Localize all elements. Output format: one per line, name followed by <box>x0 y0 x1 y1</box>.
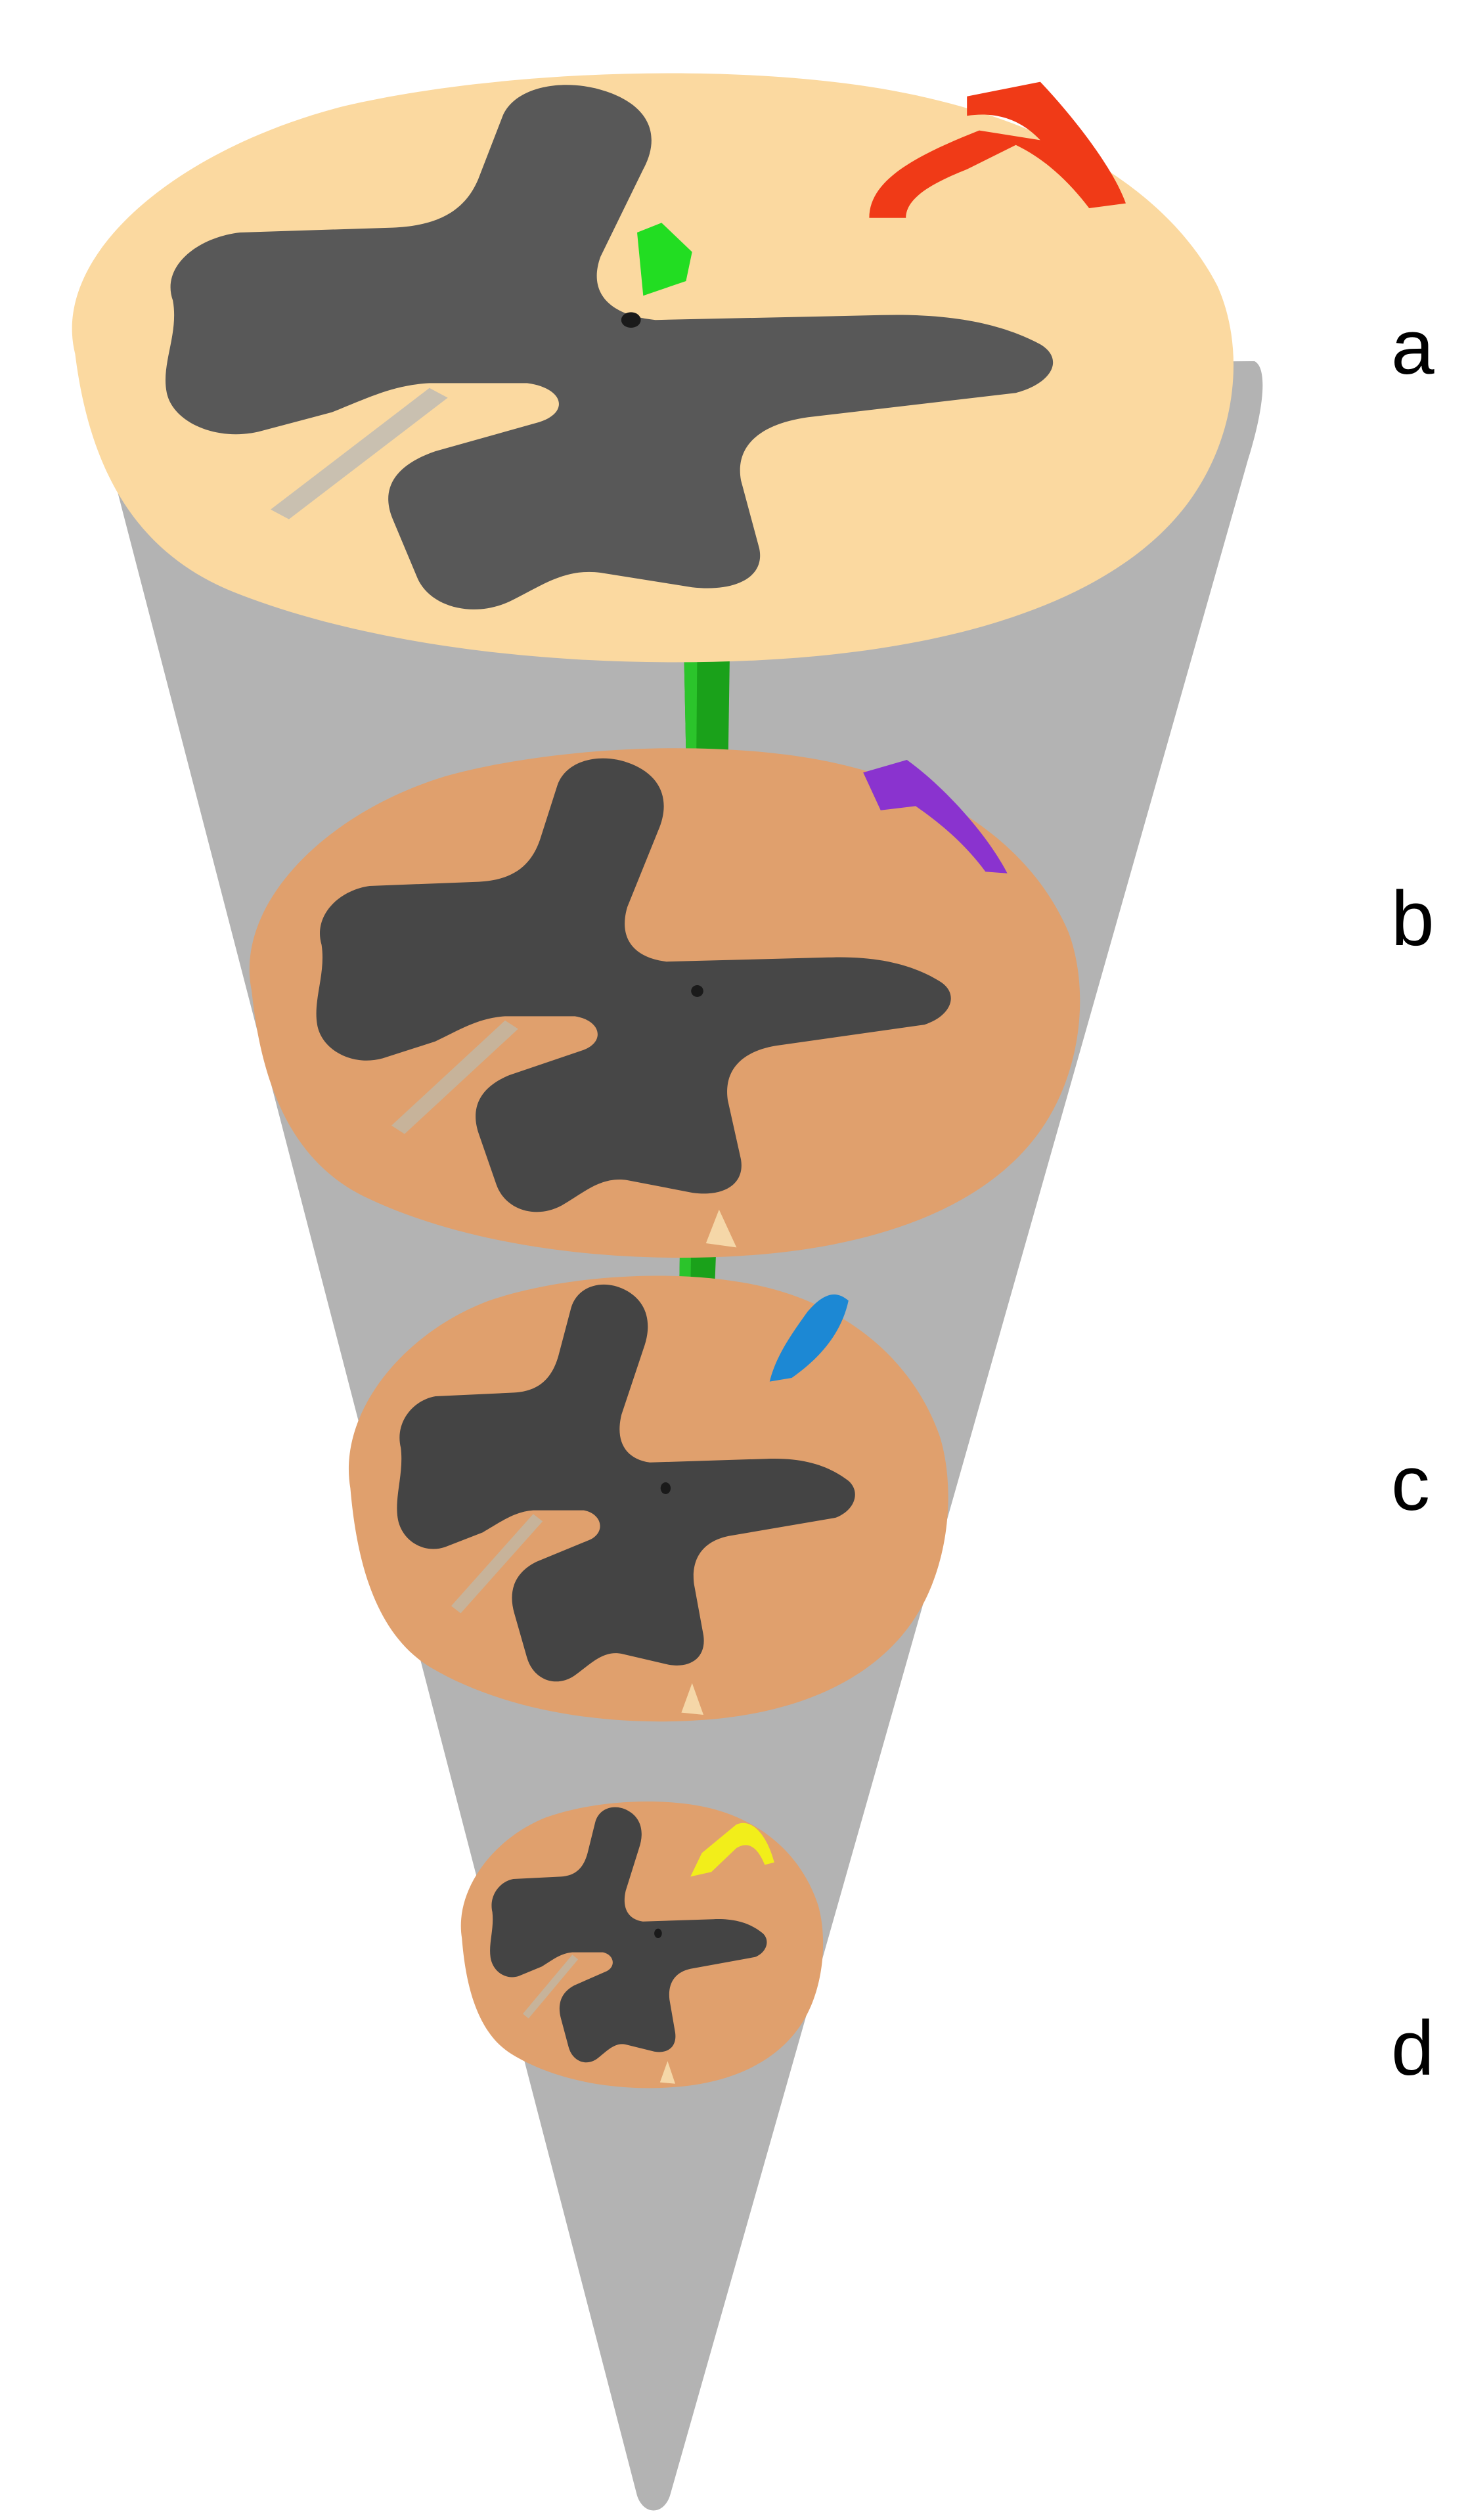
purple-tract-b <box>863 760 1008 873</box>
panel-label-b: b <box>1391 875 1435 962</box>
green-tract-a <box>637 223 692 296</box>
cross-section-a <box>72 73 1234 663</box>
central-canal-b <box>691 985 703 997</box>
yellow-tract-d <box>690 1823 774 1877</box>
panel-label-d: d <box>1391 2005 1435 2092</box>
dorsal-notch-b <box>705 1209 737 1248</box>
panel-label-c: c <box>1391 1440 1430 1527</box>
dorsal-notch-d <box>659 2061 675 2084</box>
cross-section-c <box>348 1275 948 1722</box>
dorsal-notch-c <box>681 1683 703 1715</box>
cross-section-b <box>249 748 1080 1258</box>
red-tract-a <box>869 81 1126 218</box>
central-canal-c <box>660 1482 671 1494</box>
cross-section-d <box>460 1802 824 2089</box>
blue-tract-c <box>769 1294 849 1382</box>
central-canal-a <box>621 312 641 328</box>
panel-label-a: a <box>1391 304 1435 391</box>
central-canal-d <box>654 1928 662 1938</box>
